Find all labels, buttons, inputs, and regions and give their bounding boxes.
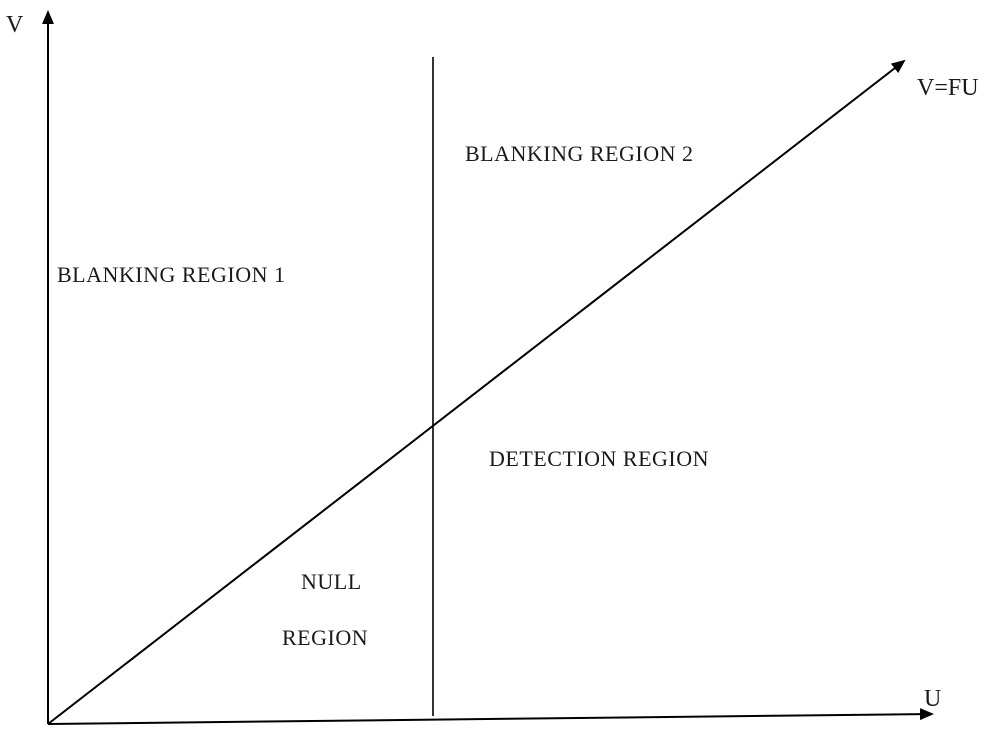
u-axis-label: U	[924, 686, 941, 712]
v-equals-fu-line	[47, 59, 906, 725]
detection-region-label: DETECTION REGION	[489, 446, 709, 471]
line-equation-label: V=FU	[917, 75, 979, 101]
null-region-label-line2: REGION	[282, 625, 368, 650]
v-axis-label: V	[6, 12, 24, 38]
blanking-region-2-label: BLANKING REGION 2	[465, 141, 693, 166]
blanking-region-1-label: BLANKING REGION 1	[57, 262, 285, 287]
u-axis	[47, 708, 934, 725]
null-region-label-line1: NULL	[301, 569, 362, 594]
